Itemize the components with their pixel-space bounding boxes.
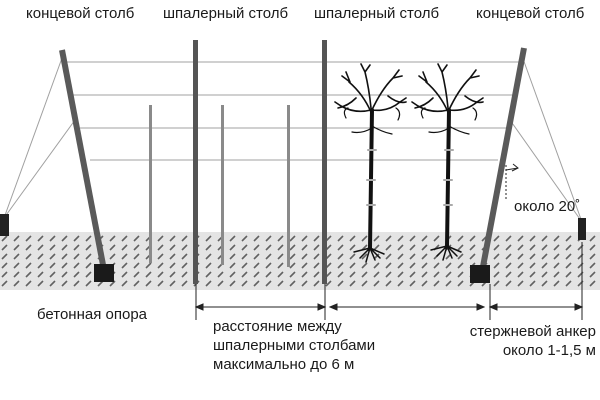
- label-anchor: стержневой анкер около 1-1,5 м: [448, 322, 596, 360]
- end-post-left: [59, 49, 107, 271]
- concrete-block-right: [470, 265, 490, 283]
- label-trellis-post-2: шпалерный столб: [314, 5, 440, 22]
- label-distance-line-2: шпалерными столбами: [213, 337, 376, 354]
- label-distance: расстояние между шпалерными столбами мак…: [213, 317, 375, 374]
- label-end-post-right: концевой столб: [476, 5, 585, 22]
- label-angle: около 20˚: [514, 198, 581, 215]
- end-post-right: [479, 47, 527, 273]
- anchor-left: [0, 214, 9, 236]
- trellis-post-1: [193, 40, 198, 284]
- support-stakes: [149, 105, 290, 267]
- tree-2: [411, 63, 484, 261]
- tree-1: [334, 63, 407, 263]
- ground-hatching: [0, 234, 600, 288]
- dimension-lines: [194, 242, 584, 320]
- label-distance-line-1: расстояние между: [213, 318, 342, 335]
- label-trellis-post-1: шпалерный столб: [163, 5, 289, 22]
- label-anchor-line-2: около 1-1,5 м: [502, 342, 596, 359]
- trellis-post-2: [322, 40, 327, 284]
- anchor-right: [578, 218, 586, 240]
- label-anchor-line-1: стержневой анкер: [469, 323, 596, 340]
- angle-marker: [505, 163, 519, 200]
- label-distance-line-3: максимально до 6 м: [213, 356, 355, 373]
- trellis-wires: [3, 55, 583, 223]
- label-end-post-left: концевой столб: [26, 5, 135, 22]
- label-concrete-support: бетонная опора: [37, 306, 148, 323]
- concrete-block-left: [94, 264, 114, 282]
